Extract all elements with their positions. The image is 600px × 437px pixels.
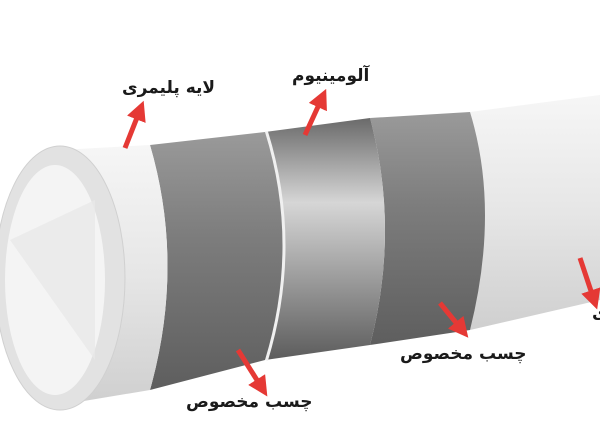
arrow-right-edge bbox=[577, 257, 600, 310]
bore-reflection bbox=[10, 200, 95, 360]
arrow-polymer bbox=[122, 100, 146, 149]
label-polymer-layer: لایه پلیمری bbox=[122, 78, 216, 98]
label-adhesive-middle: چسب مخصوص bbox=[400, 344, 527, 364]
adhesive-band-left bbox=[150, 132, 283, 390]
arrow-adhesive-bottom bbox=[235, 348, 268, 397]
aluminum-band bbox=[265, 118, 385, 360]
arrow-aluminum bbox=[302, 88, 327, 137]
label-right-edge-partial: ی bbox=[592, 303, 600, 323]
adhesive-band-right bbox=[370, 112, 485, 345]
arrow-adhesive-middle bbox=[438, 301, 469, 338]
outer-pipe-right bbox=[470, 95, 600, 330]
label-adhesive-bottom: چسب مخصوص bbox=[186, 392, 313, 412]
label-aluminum: آلومینیوم bbox=[292, 66, 370, 86]
